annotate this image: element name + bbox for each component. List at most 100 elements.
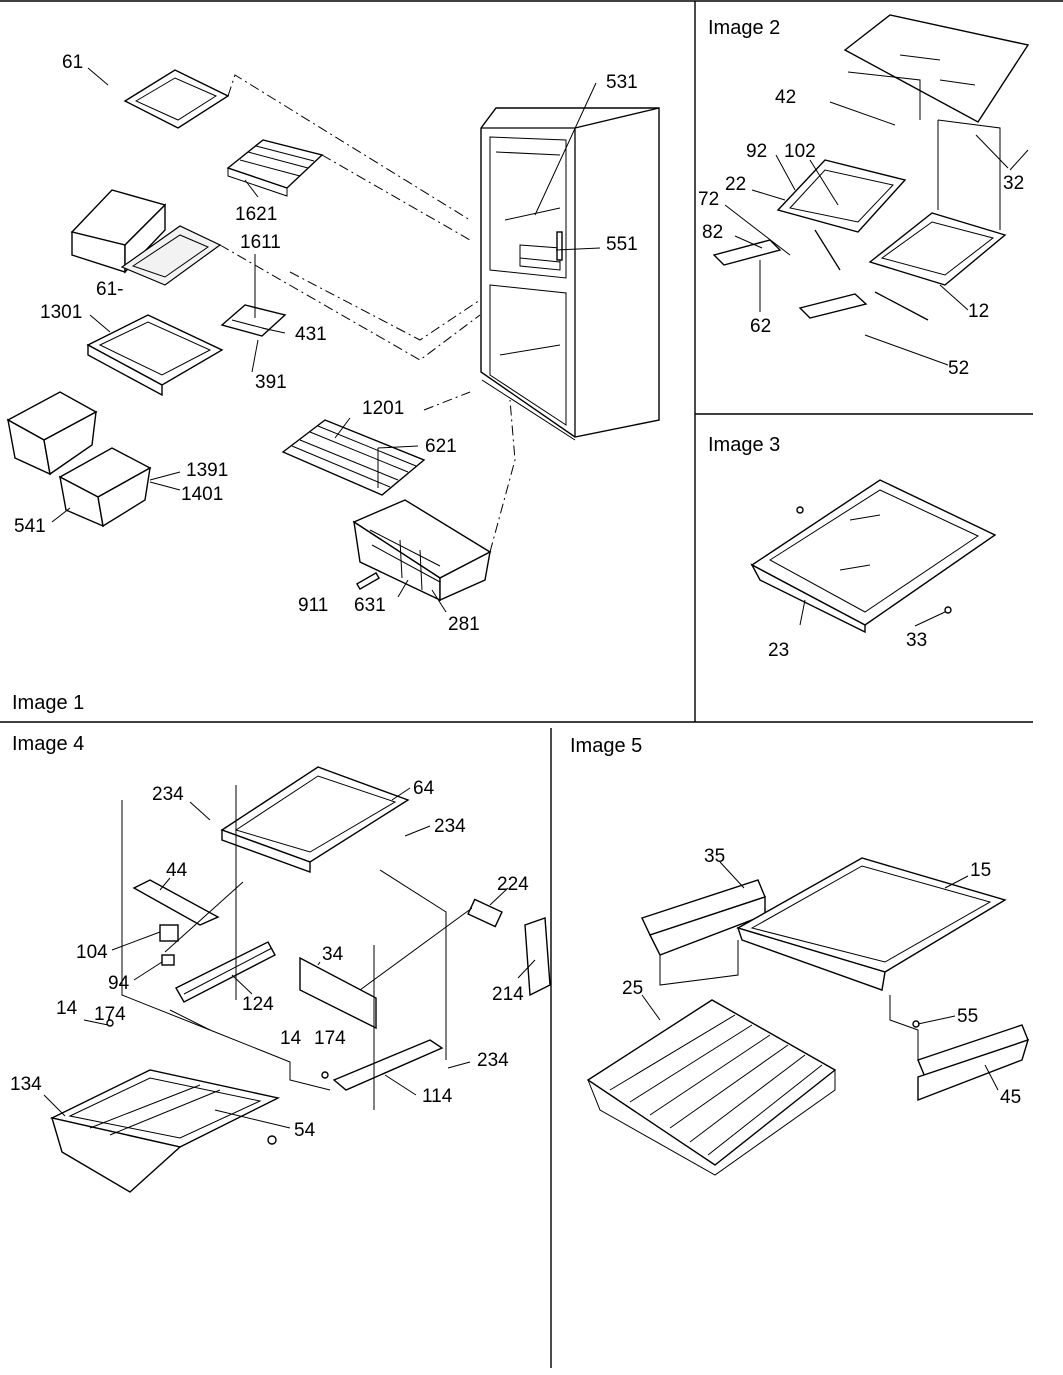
callout-45: 45 xyxy=(1000,1087,1021,1108)
callout-61-lower: 61- xyxy=(96,279,123,300)
callout-134: 134 xyxy=(10,1074,42,1095)
panel-caption-image4: Image 4 xyxy=(12,733,84,755)
slide-124 xyxy=(175,941,276,1003)
screw-174-left xyxy=(106,1019,114,1027)
callout-1391: 1391 xyxy=(186,460,228,481)
image3-drawing: 23 33 xyxy=(750,479,997,661)
callout-174-right: 174 xyxy=(314,1028,346,1049)
panel-caption-image1: Image 1 xyxy=(12,692,84,714)
shelf-frame-left xyxy=(776,159,907,233)
screw-left xyxy=(796,506,804,514)
image5-drawing: 35 15 25 55 45 xyxy=(586,846,1030,1176)
panel-caption-image2: Image 2 xyxy=(708,17,780,39)
callout-22: 22 xyxy=(725,174,746,195)
callout-174-left: 174 xyxy=(94,1004,126,1025)
callout-551: 551 xyxy=(606,234,638,255)
callout-124: 124 xyxy=(242,994,274,1015)
callout-1301: 1301 xyxy=(40,302,82,323)
callout-25: 25 xyxy=(622,978,643,999)
callout-224: 224 xyxy=(497,874,529,895)
callout-14-right: 14 xyxy=(280,1028,302,1049)
callout-631: 631 xyxy=(354,595,386,616)
callout-23: 23 xyxy=(768,640,789,661)
callout-44: 44 xyxy=(166,860,188,881)
callout-621: 621 xyxy=(425,436,457,457)
image2-leaders xyxy=(724,101,1029,366)
bracket-1611 xyxy=(220,304,287,337)
callout-234-top-right: 234 xyxy=(434,816,466,837)
roller-224 xyxy=(467,898,503,928)
crisper-bin-541 xyxy=(58,447,152,528)
bracket-104 xyxy=(159,924,179,942)
bracket-94 xyxy=(161,954,175,966)
wire-shelf-1201 xyxy=(281,419,426,496)
callout-35: 35 xyxy=(704,846,725,867)
image5-leaders xyxy=(641,861,999,1091)
freezer-basket-281 xyxy=(352,499,492,602)
roller-911 xyxy=(356,571,380,591)
panel-caption-image5: Image 5 xyxy=(570,735,642,757)
screw-54 xyxy=(267,1135,277,1145)
callout-104: 104 xyxy=(76,942,108,963)
glass-shelf-64 xyxy=(220,766,410,873)
callout-281: 281 xyxy=(448,614,480,635)
glass-panel-32 xyxy=(843,14,1030,123)
callout-114: 114 xyxy=(422,1086,453,1107)
callout-431: 431 xyxy=(295,324,327,345)
callout-1401: 1401 xyxy=(181,484,223,505)
callout-911: 911 xyxy=(298,595,328,616)
callout-214: 214 xyxy=(492,984,524,1005)
callout-55: 55 xyxy=(957,1006,978,1027)
callout-1621: 1621 xyxy=(235,204,277,225)
crisper-drawer-upper xyxy=(70,189,222,286)
callout-541: 541 xyxy=(14,516,46,537)
crisper-bin-left xyxy=(6,391,98,476)
callout-391: 391 xyxy=(255,372,287,393)
callout-72: 72 xyxy=(698,189,719,210)
wire-basket-25 xyxy=(586,999,837,1176)
drawer-cover-1301 xyxy=(86,314,224,397)
shelf-frame-right xyxy=(868,212,1007,286)
image4-leaders xyxy=(43,787,536,1129)
callout-32: 32 xyxy=(1003,173,1024,194)
callout-12: 12 xyxy=(968,301,989,322)
glass-shelf-23 xyxy=(750,479,997,634)
glass-shelf-61 xyxy=(123,69,230,129)
callout-34: 34 xyxy=(322,944,344,965)
rail-12b xyxy=(874,291,929,321)
cap-214 xyxy=(524,917,551,997)
glass-shelf-15 xyxy=(736,857,1007,991)
screw-174-right xyxy=(321,1071,329,1079)
callout-61-top: 61 xyxy=(62,52,83,73)
rail-114 xyxy=(332,1039,444,1091)
pan-134 xyxy=(49,1069,281,1193)
callout-92: 92 xyxy=(746,141,767,162)
rail-72 xyxy=(814,229,841,271)
callout-54: 54 xyxy=(294,1120,316,1141)
image1-drawing: 61 1621 61- 1611 1301 431 391 1201 621 1… xyxy=(6,52,660,635)
callout-64: 64 xyxy=(413,778,435,799)
refrigerator-cabinet xyxy=(480,107,660,441)
callout-1611: 1611 xyxy=(240,232,281,253)
wire-rack-1621 xyxy=(226,139,324,197)
callout-102: 102 xyxy=(784,141,816,162)
callout-14-left: 14 xyxy=(56,998,78,1019)
slide-34 xyxy=(299,956,377,1030)
panel-caption-image3: Image 3 xyxy=(708,434,780,456)
callout-33: 33 xyxy=(906,630,927,651)
callout-234-bottom: 234 xyxy=(477,1050,509,1071)
trim-52 xyxy=(798,293,868,319)
callout-15: 15 xyxy=(970,860,991,881)
callout-42: 42 xyxy=(775,87,796,108)
rail-44 xyxy=(132,879,220,926)
callout-52: 52 xyxy=(948,358,969,379)
callout-531: 531 xyxy=(606,72,638,93)
screw-33 xyxy=(944,606,952,614)
slide-rail-45 xyxy=(917,1024,1030,1102)
image1-leaders xyxy=(51,67,601,613)
callout-94: 94 xyxy=(108,973,130,994)
image2-drawing: 42 92 102 22 72 82 62 32 12 52 xyxy=(698,14,1030,379)
callout-62: 62 xyxy=(750,316,771,337)
image4-drawing: 234 64 234 44 104 94 124 34 224 214 14 1… xyxy=(10,766,551,1193)
